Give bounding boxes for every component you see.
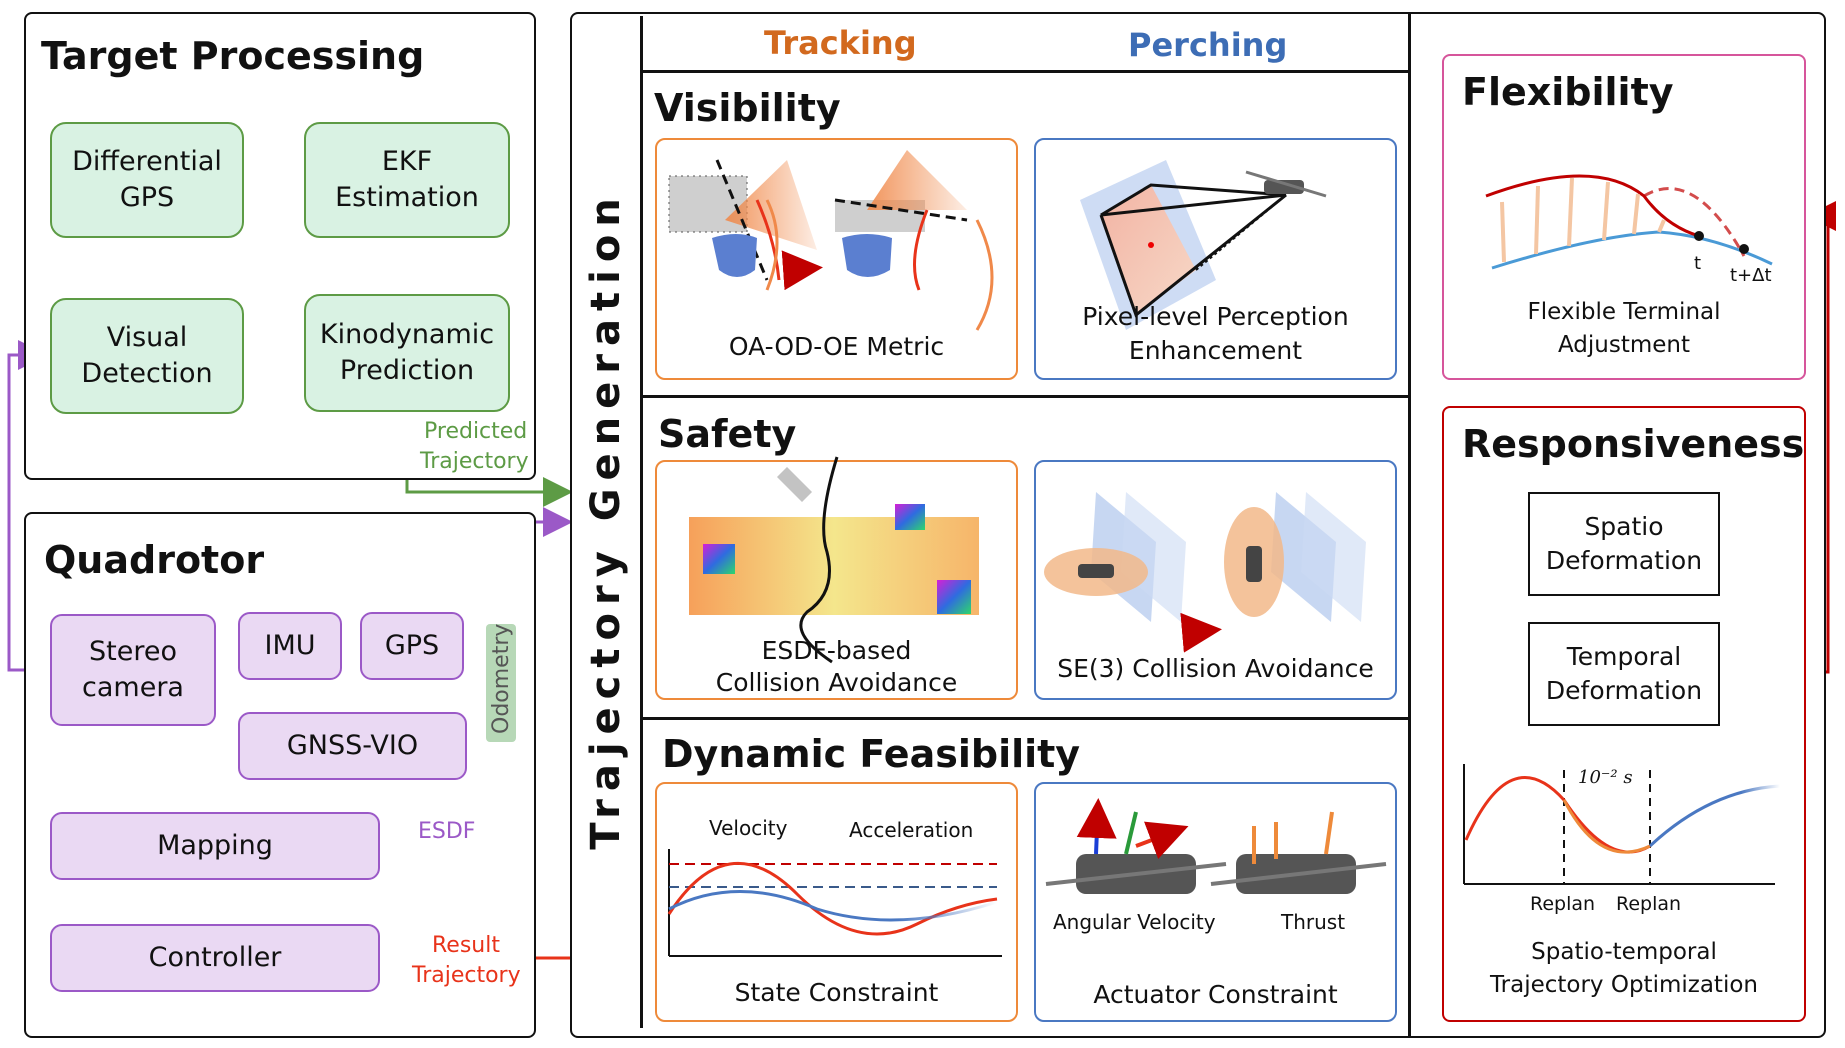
t-dt-label: t+Δt (1730, 265, 1772, 286)
deformation-label-1: Deformation (1545, 546, 1703, 575)
section-divider-2 (640, 717, 1409, 720)
imu-box[interactable]: IMU (238, 612, 342, 680)
esdf-caption-1: ESDF-based (761, 636, 912, 665)
mapping-box[interactable]: Mapping (50, 812, 380, 880)
mapping-label: Mapping (157, 830, 273, 861)
actuator-constraint-caption: Actuator Constraint (1093, 980, 1338, 1009)
time-label: 10⁻² s (1578, 767, 1633, 788)
oa-od-oe-card[interactable]: OA-OD-OE Metric (655, 138, 1018, 380)
visual-detection-box[interactable]: Visual Detection (50, 298, 244, 414)
velocity-label: Velocity (709, 816, 788, 840)
responsiveness-panel: Responsiveness (1442, 406, 1806, 1022)
state-constraint-card[interactable]: Velocity Acceleration State Constraint (655, 782, 1018, 1022)
state-constraint-caption: State Constraint (734, 978, 939, 1007)
header-divider (640, 70, 1409, 73)
flexible-terminal-illustration (1485, 174, 1773, 270)
t-label: t (1694, 253, 1702, 274)
temporal-label: Temporal (1566, 642, 1682, 671)
predicted-trajectory-label-2: Trajectory (420, 449, 529, 474)
thrust-label: Thrust (1281, 910, 1346, 934)
pixel-perception-caption-2: Enhancement (1128, 336, 1303, 365)
dynamic-feasibility-title: Dynamic Feasibility (662, 732, 1081, 776)
esdf-collision-card[interactable]: ESDF-based Collision Avoidance (655, 456, 1018, 700)
gps-box[interactable]: GPS (360, 612, 464, 680)
replan-label-2: Replan (1616, 893, 1682, 915)
flexibility-caption-2: Adjustment (1557, 332, 1691, 358)
pixel-perception-illustration (1080, 160, 1327, 330)
differential-gps-label: Differential GPS (72, 146, 222, 213)
deformation-label-2: Deformation (1545, 676, 1703, 705)
spatio-label: Spatio (1584, 512, 1664, 541)
flexibility-title: Flexibility (1462, 70, 1674, 114)
trajectory-generation-divider (640, 16, 643, 1028)
oa-od-oe-caption: OA-OD-OE Metric (728, 332, 945, 361)
flexibility-caption-1: Flexible Terminal (1527, 299, 1721, 325)
result-trajectory-label-2: Trajectory (412, 963, 521, 988)
actuator-constraint-card[interactable]: Angular Velocity Thrust Actuator Constra… (1034, 782, 1397, 1022)
gnss-vio-box[interactable]: GNSS-VIO (238, 712, 467, 780)
visibility-title: Visibility (654, 86, 841, 130)
ekf-estimation-label: EKF Estimation (335, 146, 479, 213)
visibility-metric-illustration (668, 150, 994, 331)
imu-label: IMU (264, 630, 316, 661)
se3-illustration (1044, 492, 1366, 653)
header-perching: Perching (1128, 26, 1288, 64)
responsiveness-caption-1: Spatio-temporal (1531, 939, 1717, 965)
controller-label: Controller (148, 942, 282, 973)
se3-collision-card[interactable]: SE(3) Collision Avoidance (1034, 460, 1397, 700)
actuator-illustration (1045, 798, 1387, 894)
responsiveness-title: Responsiveness (1462, 422, 1805, 466)
ekf-estimation-box[interactable]: EKF Estimation (304, 122, 510, 238)
controller-box[interactable]: Controller (50, 924, 380, 992)
target-processing-title: Target Processing (41, 34, 425, 78)
stereo-camera-label: Stereo camera (82, 636, 184, 703)
flexibility-panel: Flexibility t t+Δt Flexible Terminal Adj… (1442, 54, 1806, 380)
state-constraint-plot (667, 849, 1002, 957)
header-tracking: Tracking (764, 24, 917, 62)
safety-title: Safety (658, 412, 797, 456)
acceleration-label: Acceleration (849, 818, 974, 842)
gnss-vio-label: GNSS-VIO (286, 730, 419, 761)
esdf-caption-2: Collision Avoidance (715, 668, 958, 697)
angular-velocity-label: Angular Velocity (1053, 910, 1216, 934)
responsiveness-caption-2: Trajectory Optimization (1489, 972, 1758, 998)
replan-label-1: Replan (1530, 893, 1596, 915)
kinodynamic-prediction-label: Kinodynamic Prediction (319, 319, 495, 386)
se3-caption: SE(3) Collision Avoidance (1057, 654, 1374, 683)
section-divider-1 (640, 395, 1409, 398)
esdf-label: ESDF (418, 819, 476, 844)
quadrotor-title: Quadrotor (44, 538, 265, 582)
pixel-perception-caption-1: Pixel-level Perception (1082, 302, 1349, 331)
stereo-camera-box[interactable]: Stereo camera (50, 614, 216, 726)
drone-visibility (1245, 170, 1327, 198)
predicted-trajectory-label-1: Predicted (424, 419, 528, 444)
kinodynamic-prediction-box[interactable]: Kinodynamic Prediction (304, 294, 510, 412)
esdf-illustration (689, 456, 979, 664)
responsiveness-caption: Spatio-temporal Trajectory Optimization (1442, 936, 1806, 1002)
visual-detection-label: Visual Detection (81, 322, 213, 389)
odometry-label-bg (486, 624, 516, 742)
right-column-divider (1408, 12, 1411, 1038)
pixel-perception-card[interactable]: Pixel-level Perception Enhancement (1034, 138, 1397, 380)
gps-label: GPS (384, 630, 440, 661)
result-trajectory-label-1: Result (432, 933, 500, 958)
differential-gps-box[interactable]: Differential GPS (50, 122, 244, 238)
